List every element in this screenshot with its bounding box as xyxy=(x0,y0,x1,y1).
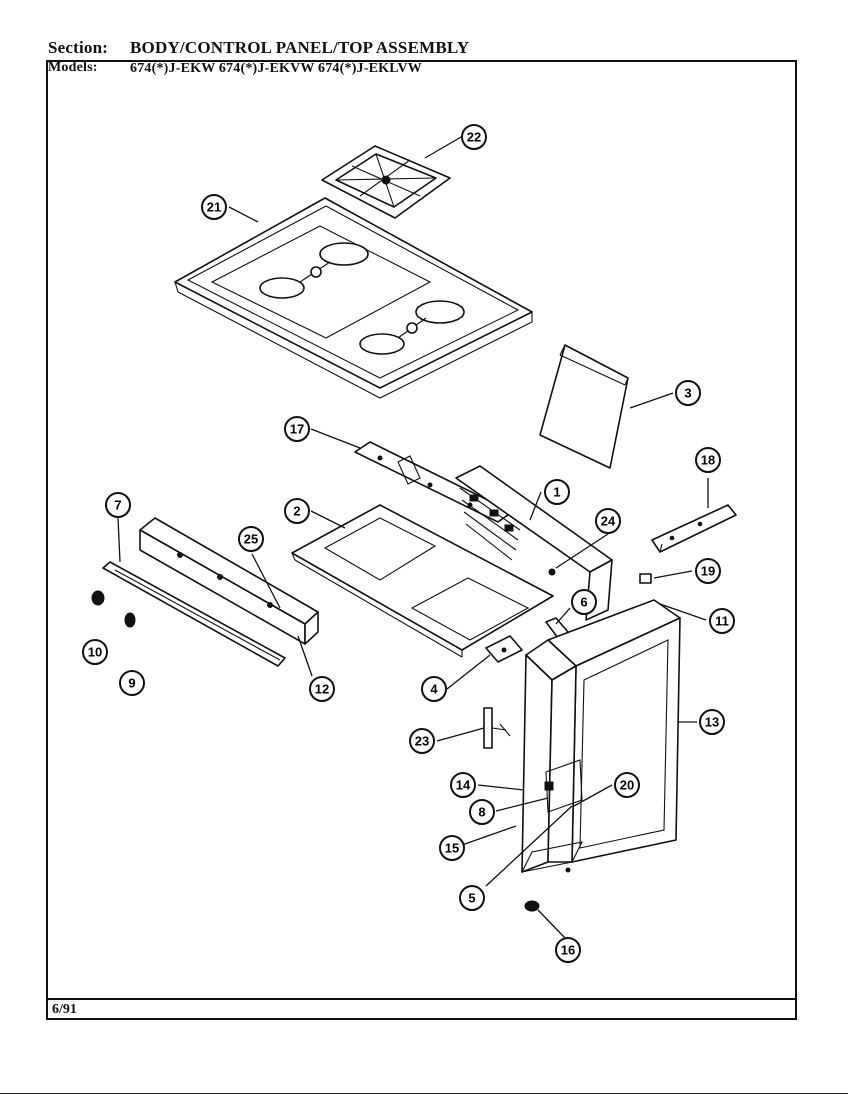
callout-6: 6 xyxy=(571,589,597,615)
callout-label: 9 xyxy=(128,676,135,691)
section-label: Section: xyxy=(48,38,109,57)
callout-18: 18 xyxy=(695,447,721,473)
models-label: Models: xyxy=(48,60,98,75)
callout-label: 23 xyxy=(415,734,429,749)
callout-1: 1 xyxy=(544,479,570,505)
callout-8: 8 xyxy=(469,799,495,825)
callout-23: 23 xyxy=(409,728,435,754)
callout-label: 10 xyxy=(88,645,102,660)
screw-24 xyxy=(548,568,556,576)
callout-25: 25 xyxy=(238,526,264,552)
callout-4: 4 xyxy=(421,676,447,702)
callout-label: 12 xyxy=(315,682,329,697)
callout-20: 20 xyxy=(614,772,640,798)
callout-5: 5 xyxy=(459,885,485,911)
footer-divider xyxy=(46,998,797,1000)
callout-15: 15 xyxy=(439,835,465,861)
callout-label: 19 xyxy=(701,564,715,579)
callout-label: 21 xyxy=(207,200,221,215)
leveling-foot xyxy=(524,900,540,912)
callout-label: 13 xyxy=(705,715,719,730)
callout-10: 10 xyxy=(82,639,108,665)
knob-9 xyxy=(124,612,136,628)
side-panel xyxy=(547,599,681,863)
knob-10 xyxy=(91,590,105,606)
callout-label: 17 xyxy=(290,422,304,437)
bottom-panel xyxy=(291,504,554,658)
callout-label: 22 xyxy=(467,130,481,145)
control-panel xyxy=(139,517,319,645)
callout-label: 8 xyxy=(478,805,485,820)
callout-17: 17 xyxy=(284,416,310,442)
callout-label: 16 xyxy=(561,943,575,958)
bottom-bracket xyxy=(485,635,523,663)
callout-label: 24 xyxy=(601,514,616,529)
callout-label: 6 xyxy=(580,595,587,610)
callout-22: 22 xyxy=(461,124,487,150)
callout-14: 14 xyxy=(450,772,476,798)
burner-grate xyxy=(321,145,451,219)
connector-19 xyxy=(639,573,652,584)
callout-label: 15 xyxy=(445,841,459,856)
callout-label: 3 xyxy=(684,386,691,401)
callout-13: 13 xyxy=(699,709,725,735)
callout-label: 1 xyxy=(553,485,560,500)
leader-lines xyxy=(117,136,709,939)
front-rail xyxy=(102,561,286,667)
callout-3: 3 xyxy=(675,380,701,406)
callout-19: 19 xyxy=(695,558,721,584)
side-bracket xyxy=(651,504,737,553)
section-title: BODY/CONTROL PANEL/TOP ASSEMBLY xyxy=(130,38,470,57)
callout-label: 7 xyxy=(114,498,121,513)
callout-label: 11 xyxy=(715,614,729,629)
side-shield xyxy=(539,344,629,469)
callout-7: 7 xyxy=(105,492,131,518)
callout-label: 2 xyxy=(293,504,300,519)
cooktop-main-top xyxy=(174,197,533,399)
callout-9: 9 xyxy=(119,670,145,696)
igniter xyxy=(483,707,511,749)
callout-2: 2 xyxy=(284,498,310,524)
footer-date: 6/91 xyxy=(52,1002,77,1017)
callout-label: 18 xyxy=(701,453,715,468)
page-bottom-rule xyxy=(0,1093,848,1094)
callout-12: 12 xyxy=(309,676,335,702)
callout-16: 16 xyxy=(555,937,581,963)
diagram-frame xyxy=(46,60,797,1020)
callout-label: 20 xyxy=(620,778,634,793)
callout-11: 11 xyxy=(709,608,735,634)
callout-label: 4 xyxy=(430,682,438,697)
callout-21: 21 xyxy=(201,194,227,220)
callout-label: 5 xyxy=(468,891,475,906)
callout-24: 24 xyxy=(595,508,621,534)
callout-label: 25 xyxy=(244,532,258,547)
models-list: 674(*)J-EKW 674(*)J-EKVW 674(*)J-EKLVW xyxy=(130,61,423,76)
callout-label: 14 xyxy=(456,778,471,793)
front-frame xyxy=(521,639,583,873)
